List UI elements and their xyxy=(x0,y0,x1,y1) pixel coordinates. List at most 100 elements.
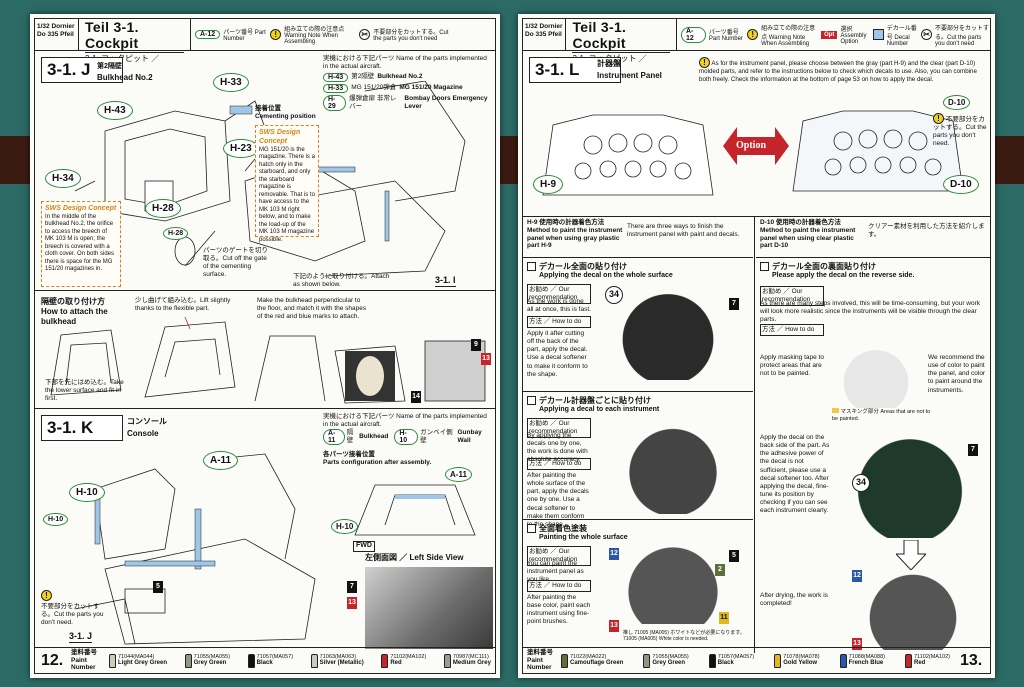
method-r-title: デカール全面の裏面貼り付け xyxy=(772,262,876,271)
parts-list-jp: ガンベイ側壁 xyxy=(420,429,453,445)
section-l-title: 3-1. L xyxy=(529,57,621,83)
paint-code: 71078(MA078) xyxy=(783,653,820,660)
sws-box-1: SWS Design Concept MG 151/20 is the maga… xyxy=(255,125,319,243)
section-3-1-l: 3-1. L 計器盤 Instrument Panel ! As for the… xyxy=(523,51,990,217)
paint-item: 71055(MA055)Grey Green xyxy=(643,653,689,668)
method-a-head: デカール全面の貼り付け xyxy=(527,261,627,272)
option-label: Option xyxy=(736,140,767,151)
step3-drawing xyxy=(254,335,486,404)
model-label: 1/32 Dornier Do 335 Pfeil xyxy=(523,19,567,50)
method-a-photo xyxy=(603,290,733,380)
paint-item: 71063(MA063)Silver (Metallic) xyxy=(310,653,364,668)
paint-code: 70987(MC111) xyxy=(452,653,489,660)
method-b-head: デカール計器盤ごとに貼り付け xyxy=(527,395,651,406)
callout-h28: H-28 xyxy=(145,199,181,218)
teil-block: Teil 3-1. Cockpit 3-1. コックピット ／ Cockpit xyxy=(566,19,677,73)
howto-jp: 隔壁の取り付け方 xyxy=(41,297,105,306)
callout-h33: H-33 xyxy=(213,73,249,92)
callout-a11-config: A-11 xyxy=(445,467,472,482)
paint-item: 71057(MA057)Black xyxy=(708,653,754,668)
cut-note-l: ! 不要部分をカットする。Cut the parts you don't nee… xyxy=(933,113,989,149)
paint-tag: 13 xyxy=(481,353,491,365)
paint-text: 71102(MA102)Red xyxy=(390,654,426,667)
paint-item: 71088(MA088)French Blue xyxy=(839,653,885,668)
callout-h10-config: H-10 xyxy=(331,519,359,534)
paint-tag: 9 xyxy=(471,339,481,351)
method-r-rec-label: お勧め ／ Our recommendation xyxy=(760,286,824,307)
paint-code: 71063(MA063) xyxy=(319,653,357,660)
method-a-en: Applying the decal on the whole surface xyxy=(539,272,673,279)
paint-bottle-icon xyxy=(381,653,389,668)
d10-column-sub: クリアー素材を利用した方法を紹介します。 xyxy=(868,223,985,239)
method-r-step1b: We recommend the use of color to paint t… xyxy=(928,354,986,394)
warning-icon: ! xyxy=(933,113,944,124)
paint-item: 71102(MA102)Red xyxy=(905,653,950,668)
callout-h9: H-9 xyxy=(533,175,564,194)
h9-column: H-9 使用時の計器着色方法 Method to paint the instr… xyxy=(523,217,755,653)
paint-tag: 14 xyxy=(411,391,421,403)
masking-legend-text: マスキング部分 Areas that are not to be painted… xyxy=(832,409,931,422)
cut-note-l-text: 不要部分をカットする。Cut the parts you don't need. xyxy=(933,116,987,148)
fwd-label: FWD xyxy=(353,541,375,552)
paint-name: Black xyxy=(717,660,734,667)
callout-h10-small: H-10 xyxy=(43,513,69,526)
paint-text: 71022(MA022)Camouflage Green xyxy=(570,654,623,667)
parts-list-pill: A-11 xyxy=(323,429,345,446)
step1-text: 下部を先にはめ込む。Take the lower surface and fit… xyxy=(45,379,124,403)
teil-title: Teil 3-1. Cockpit xyxy=(85,19,139,51)
method-a-rec-text: As the work is done all at once, this is… xyxy=(527,298,591,314)
sws-title: SWS Design Concept xyxy=(45,205,117,212)
paint-bottle-icon xyxy=(905,653,912,668)
left-page: 1/32 Dornier Do 335 Pfeil Teil 3-1. Cock… xyxy=(30,14,500,678)
h9-column-sub: There are three ways to finish the instr… xyxy=(627,223,740,239)
right-header: 1/32 Dornier Do 335 Pfeil Teil 3-1. Cock… xyxy=(523,19,990,73)
parts-list-jp: 第2隔壁 xyxy=(351,73,375,81)
paint-bottle-icon xyxy=(643,653,651,668)
method-b-rec-label: お勧め ／ Our recommendation xyxy=(527,418,591,439)
method-b-how-label: 方法 ／ How to do xyxy=(527,458,591,471)
config-drawing xyxy=(354,484,476,536)
section-j-jp: 第2隔壁 xyxy=(97,63,122,70)
console-drawing xyxy=(74,453,316,645)
paint-text: 71057(MA057)Black xyxy=(257,654,293,667)
paint-code: 71022(MA022) xyxy=(570,653,607,660)
callout-h28-small: H-28 xyxy=(163,227,189,240)
section-k-title: 3-1. K xyxy=(41,415,123,441)
console-photo xyxy=(365,567,493,649)
parts-list-pill: H-33 xyxy=(323,84,349,93)
paint-tag: 11 xyxy=(719,612,729,624)
parts-list-jp: MG 151/20弾倉 xyxy=(351,84,397,92)
callout-d10: D-10 xyxy=(943,175,979,194)
callout-a11: A-11 xyxy=(203,451,239,470)
paint-code: 71102(MA102) xyxy=(390,653,427,660)
paint-tag: 12 xyxy=(852,570,862,582)
part-label: パーツ番号 Part Number xyxy=(708,30,743,42)
paint-bottle-icon xyxy=(774,653,782,668)
method-b-rec-text: By applying the decals one by one, the w… xyxy=(527,432,588,464)
left-footer: 12. 塗料番号 Paint Number 71044(MA044)Light … xyxy=(35,647,495,673)
attach-note: 下記のように取り付ける。Attach as shown below. xyxy=(293,273,390,289)
parts-header: 実機における下記パーツ Name of the parts implemente… xyxy=(323,413,487,429)
parts-list-en: Bombay Doors Emergency Lever xyxy=(404,95,488,111)
paint-name: Black xyxy=(256,660,273,667)
paint-bottle-icon xyxy=(708,653,716,668)
parts-list-pill: H-29 xyxy=(323,95,347,112)
method-b-how-text: After painting the whole surface of the … xyxy=(527,472,589,528)
paint-code: 71057(MA057) xyxy=(717,653,755,660)
paint-tag: 12 xyxy=(609,548,619,560)
parts-list-en: Bulkhead No.2 xyxy=(377,73,423,81)
section-l-number: 3-1. L xyxy=(535,60,580,79)
step3-text: Make the bulkhead perpendicular to the f… xyxy=(257,297,367,321)
left-header: 1/32 Dornier Do 335 Pfeil Teil 3-1. Cock… xyxy=(35,19,495,73)
section-k-number: 3-1. K xyxy=(47,418,94,437)
warning-icon: ! xyxy=(747,29,759,40)
callout-h43: H-43 xyxy=(97,101,133,120)
paint-text: 71057(MA057)Black xyxy=(718,654,754,667)
option-arrow-icon xyxy=(723,127,789,165)
config-en: Parts configuration after assembly. xyxy=(323,459,432,467)
